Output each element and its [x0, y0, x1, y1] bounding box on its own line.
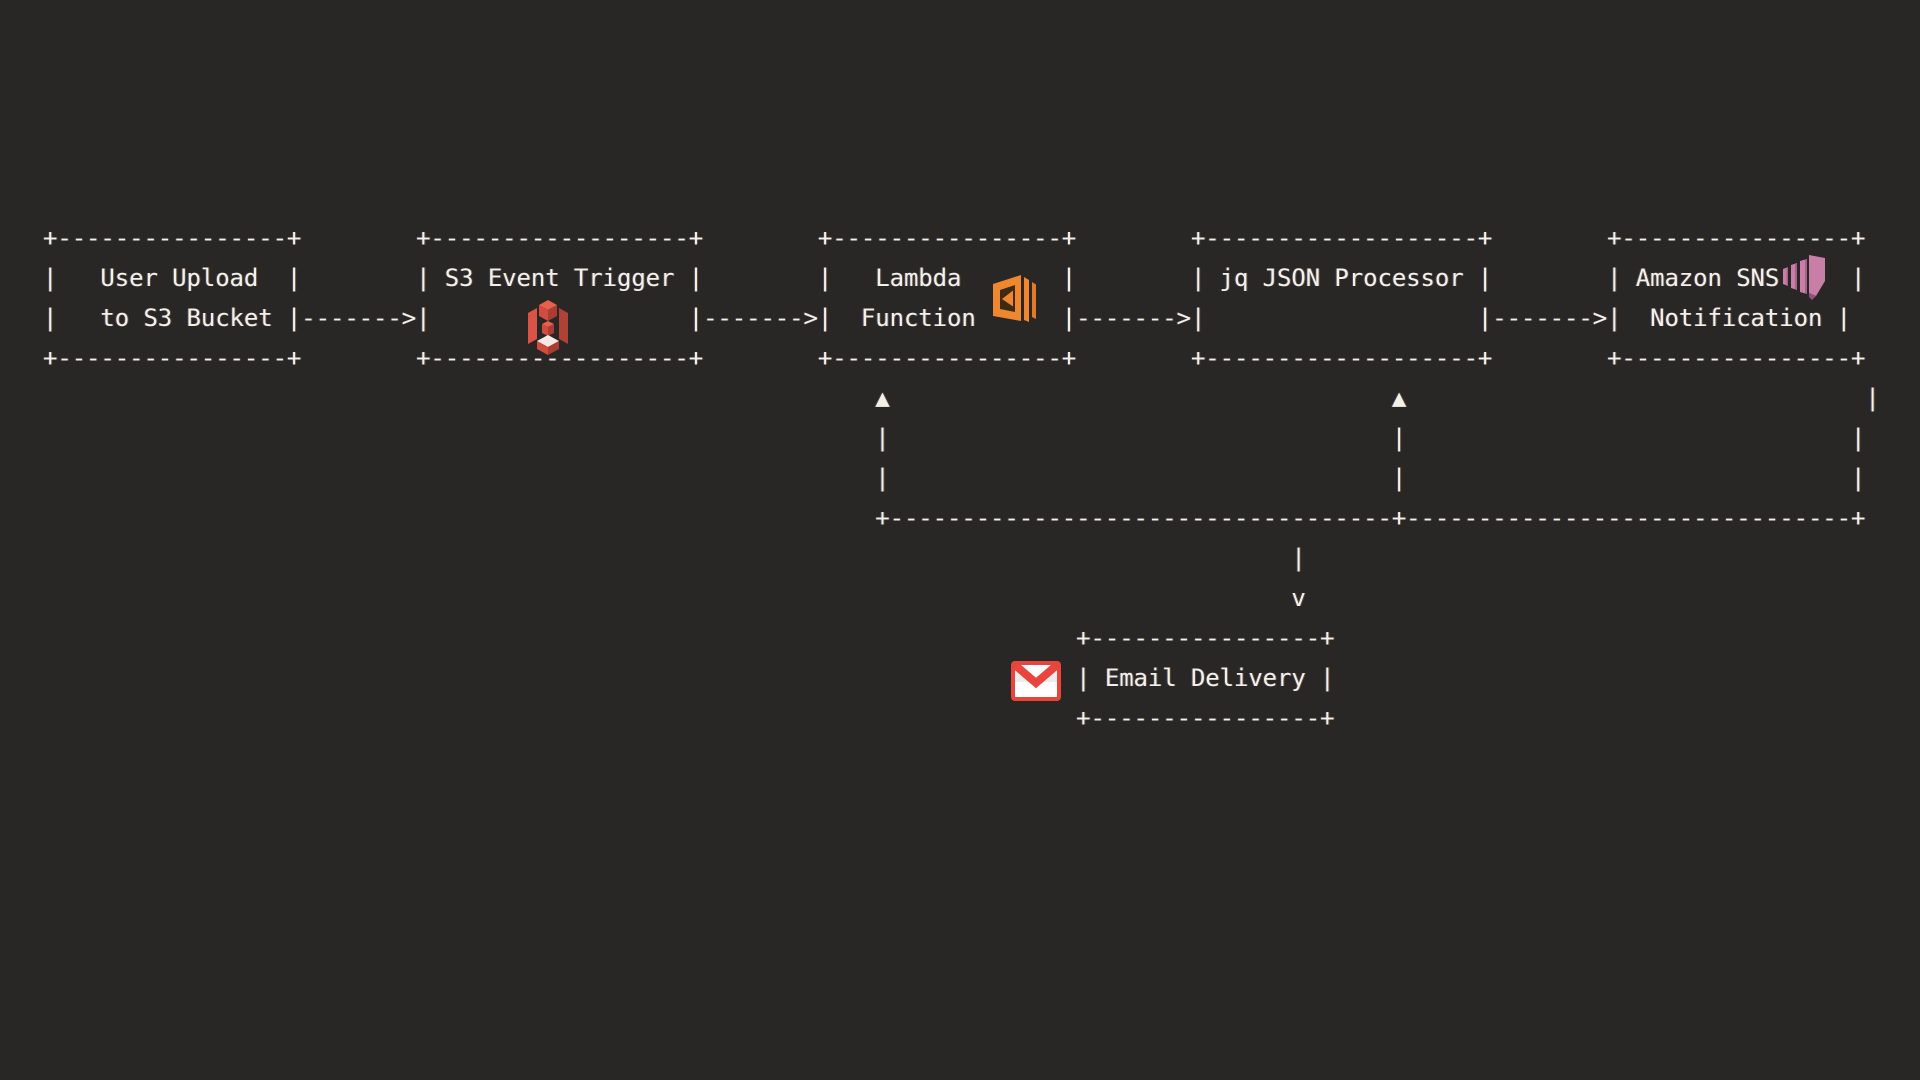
s3-bucket-icon — [518, 297, 578, 357]
lambda-icon — [987, 271, 1041, 329]
ascii-art: +----------------+ +------------------+ … — [43, 224, 1880, 732]
gmail-icon — [1011, 661, 1061, 701]
sns-icon — [1781, 252, 1828, 302]
